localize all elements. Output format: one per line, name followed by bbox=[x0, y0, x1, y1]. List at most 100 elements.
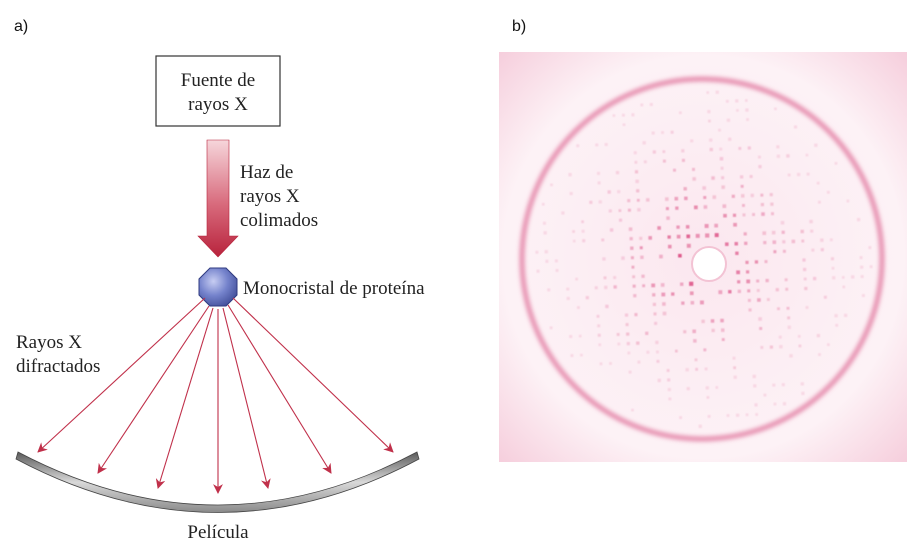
diffraction-spot bbox=[628, 227, 633, 231]
diffraction-spot bbox=[771, 212, 774, 216]
diffraction-spot bbox=[580, 353, 583, 357]
diffraction-spot bbox=[692, 167, 695, 171]
diffraction-spot bbox=[857, 218, 861, 222]
diffraction-spot bbox=[816, 334, 820, 338]
diffraction-spot bbox=[718, 290, 723, 295]
diffraction-spot bbox=[646, 198, 650, 202]
diffraction-spot bbox=[745, 260, 749, 264]
diffraction-spot bbox=[642, 141, 646, 145]
diffraction-spot bbox=[689, 291, 694, 296]
diffraction-spot bbox=[617, 190, 621, 194]
diffraction-spot bbox=[756, 289, 760, 292]
diffraction-spot bbox=[599, 362, 603, 366]
diffraction-spot bbox=[622, 123, 626, 126]
beam-label-line-1: Haz de bbox=[240, 162, 293, 183]
diffraction-spot bbox=[723, 213, 727, 218]
diffraction-spot bbox=[818, 200, 821, 204]
diffraction-spot bbox=[711, 176, 715, 180]
diffraction-spot bbox=[607, 190, 611, 194]
diffraction-spot bbox=[581, 229, 585, 233]
central-beam-stop bbox=[691, 246, 727, 282]
diffraction-spot bbox=[651, 283, 656, 288]
diffraction-spot bbox=[830, 257, 834, 261]
diffraction-spot bbox=[761, 212, 765, 216]
diffraction-spot bbox=[787, 173, 791, 177]
diffraction-spot bbox=[631, 265, 635, 269]
diffraction-spot bbox=[641, 274, 645, 278]
diffraction-spot bbox=[859, 256, 863, 260]
diffraction-spot bbox=[775, 288, 779, 292]
diffraction-spot bbox=[640, 103, 644, 107]
diffraction-spot bbox=[649, 103, 653, 106]
diffraction-spot bbox=[675, 206, 679, 210]
diffraction-spot bbox=[736, 270, 740, 275]
diffraction-spot bbox=[639, 236, 643, 240]
diffraction-spot bbox=[758, 317, 762, 321]
protein-crystal bbox=[198, 267, 238, 307]
diffraction-spot bbox=[813, 276, 817, 281]
source-line-1: Fuente de bbox=[181, 70, 255, 91]
diffraction-spot bbox=[816, 181, 820, 185]
diffraction-spot bbox=[803, 277, 807, 281]
diffraction-spot bbox=[657, 378, 661, 383]
diffraction-spot bbox=[720, 166, 724, 170]
diffraction-spot bbox=[820, 248, 824, 252]
diffraction-spot bbox=[654, 321, 658, 325]
diffraction-spot bbox=[709, 138, 713, 142]
diffraction-spot bbox=[861, 294, 865, 297]
diffraction-spot bbox=[597, 171, 600, 175]
diffraction-spot bbox=[627, 199, 631, 203]
diffraction-spot bbox=[726, 118, 731, 122]
diffraction-spot bbox=[589, 200, 593, 204]
diffraction-spot bbox=[733, 375, 737, 379]
diffraction-spot bbox=[634, 170, 639, 174]
diffraction-spot bbox=[693, 339, 697, 343]
diffraction-spot bbox=[835, 323, 839, 327]
diffraction-spot bbox=[778, 335, 782, 339]
diffraction-spot bbox=[760, 203, 764, 207]
diffraction-spot bbox=[800, 382, 804, 386]
diffraction-spot bbox=[613, 285, 617, 289]
diffraction-spot bbox=[544, 250, 548, 254]
diffraction-spot bbox=[605, 304, 609, 309]
diffraction-spot bbox=[635, 179, 639, 184]
diffraction-spot bbox=[714, 233, 719, 238]
diffraction-spot bbox=[678, 253, 682, 258]
diffraction-spot bbox=[780, 221, 785, 225]
diffraction-spot bbox=[720, 318, 724, 323]
diffraction-spot bbox=[681, 149, 685, 153]
diffraction-spot bbox=[829, 238, 833, 242]
diffraction-spot bbox=[612, 114, 616, 117]
diffracted-ray-1 bbox=[37, 297, 206, 453]
diffraction-spot bbox=[575, 277, 578, 281]
diffraction-spot bbox=[782, 240, 786, 244]
diffraction-spot bbox=[731, 194, 735, 198]
diffraction-spot bbox=[756, 279, 760, 283]
diffraction-spot bbox=[585, 296, 589, 300]
diffraction-spot bbox=[572, 230, 575, 233]
diffraction-spot bbox=[834, 314, 838, 318]
diffraction-spot bbox=[745, 413, 749, 417]
diffraction-spot bbox=[722, 204, 727, 208]
diffraction-spot bbox=[786, 154, 790, 158]
diffraction-spot bbox=[737, 289, 741, 293]
beam-label-line-3: colimados bbox=[240, 210, 318, 231]
film-strip bbox=[15, 451, 420, 513]
diffraction-spot bbox=[625, 323, 629, 327]
diffraction-spot bbox=[645, 331, 649, 335]
diffraction-spot bbox=[662, 302, 666, 306]
beam-label-line-2: rayos X bbox=[240, 186, 300, 207]
diffraction-spot bbox=[652, 293, 656, 297]
diffracted-ray-7 bbox=[232, 297, 394, 453]
diffraction-spot bbox=[576, 144, 580, 148]
diffraction-spot bbox=[561, 211, 565, 215]
outer-ring bbox=[519, 76, 885, 442]
diffraction-spot bbox=[782, 249, 786, 253]
diffraction-spot bbox=[695, 367, 698, 371]
diffraction-spot bbox=[692, 177, 696, 181]
diffraction-spot bbox=[846, 199, 850, 203]
diffraction-spot bbox=[604, 285, 608, 290]
diffraction-spot bbox=[786, 306, 790, 310]
diffraction-spot bbox=[831, 266, 835, 270]
diffraction-spot bbox=[711, 328, 715, 333]
